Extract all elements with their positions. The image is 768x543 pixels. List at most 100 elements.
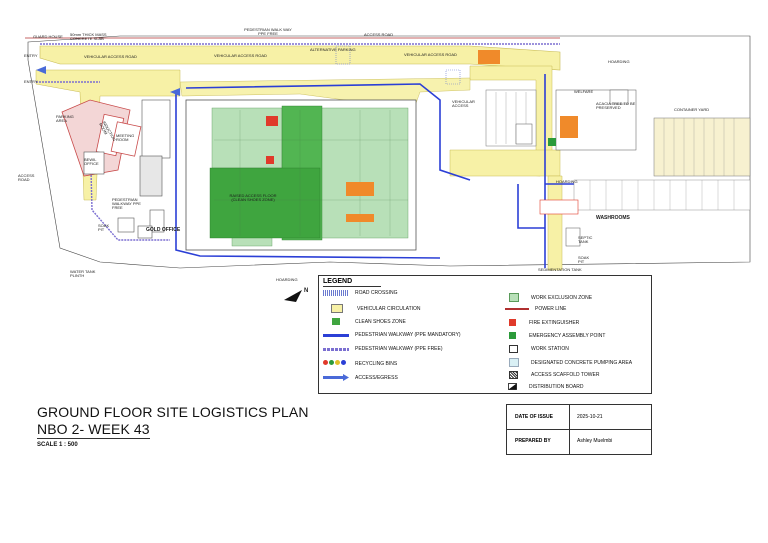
vehicular-road-lower-right	[547, 175, 563, 271]
pumping-area-swatch	[509, 358, 519, 367]
clean-shoes-swatch	[332, 318, 340, 325]
legend-ped-free: PEDESTRIAN WALKWAY (PPE FREE)	[323, 346, 443, 352]
issue-info-block: DATE OF ISSUE 2025-10-21 PREPARED BY Ash…	[506, 404, 652, 455]
prepared-label: PREPARED BY	[515, 438, 551, 444]
fire-extinguisher-icon	[509, 319, 516, 326]
legend-pumping: DESIGNATED CONCRETE PUMPING AREA	[505, 358, 632, 367]
site-boundary	[27, 35, 751, 269]
legend-scaffold: ACCESS SCAFFOLD TOWER	[505, 371, 599, 379]
legend-assembly: EMERGENCY ASSEMBLY POINT	[505, 332, 605, 339]
washrooms-label: WASHROOMS	[596, 215, 630, 221]
power-line-swatch	[505, 308, 529, 310]
prepared-value: Ashley Muelmbi	[577, 438, 613, 444]
vehicular-access-road-label-1: VEHICULAR ACCESS ROAD	[84, 54, 137, 59]
legend-workstation: WORK STATION	[505, 345, 569, 353]
legend-vehicular: VEHICULAR CIRCULATION	[323, 304, 421, 313]
road-crossing-swatch	[323, 290, 349, 296]
parking-bays-lower-right	[539, 179, 751, 247]
welfare-label: WELFARE	[574, 89, 594, 94]
entry-label-1: ENTRY	[24, 53, 38, 58]
vehicular-swatch	[331, 304, 343, 313]
vehicular-access-side-label: VEHICULAR ACCESS	[452, 99, 475, 108]
legend-fire: FIRE EXTINGUISHER	[505, 319, 579, 326]
vehicular-road-west	[35, 69, 181, 201]
legend-label: ROAD CROSSING	[355, 290, 398, 296]
north-arrow	[284, 290, 302, 302]
welfare-zone	[548, 89, 637, 151]
scale-label: SCALE 1 : 500	[37, 442, 78, 448]
workstation-icon	[509, 345, 518, 353]
legend-label: VEHICULAR CIRCULATION	[357, 305, 421, 312]
hoarding-label-3: HOARDING	[276, 277, 298, 282]
legend-label: ACCESS/EGRESS	[355, 374, 398, 381]
ped-walkway-top-label: PEDESTRIAN WALK WAY PPE FREE	[244, 27, 292, 36]
legend-label: POWER LINE	[535, 306, 567, 312]
date-label: DATE OF ISSUE	[515, 414, 553, 420]
hoarding-label-1: HOARDING	[608, 59, 630, 64]
legend-label: DISTRIBUTION BOARD	[529, 383, 584, 390]
office-cluster	[61, 99, 171, 239]
soak-pit-label-1: SOAK PIT	[98, 223, 110, 232]
ped-walkway-free-label: PEDESTRIAN WALKWAY PPE FREE	[112, 197, 141, 210]
water-tank-label: WATER TANK PLINTH	[70, 269, 96, 278]
acacia-label: ACACIA TREE TO BE PRESERVED	[596, 101, 636, 110]
legend-label: ACCESS SCAFFOLD TOWER	[531, 372, 600, 378]
vehicular-road-right-band	[449, 149, 561, 177]
date-row: DATE OF ISSUE 2025-10-21	[507, 405, 651, 430]
parking-area-label: PARKING AREA	[56, 114, 74, 123]
ped-ppe-swatch	[323, 333, 349, 337]
access-road-top-label: ACCESS ROAD	[364, 32, 394, 37]
legend-access: ACCESS/EGRESS	[323, 374, 398, 381]
entry-label-2: ENTRY	[24, 79, 38, 84]
raised-access-label: RAISED ACCESS FLOOR (CLEAN SHOES ZONE)	[229, 193, 277, 202]
container-yard	[653, 117, 751, 177]
soak-pit-label-2: SOAK PIT	[578, 255, 590, 264]
assembly-point-icon	[509, 332, 516, 339]
vehicular-access-road-label-2: VEHICULAR ACCESS ROAD	[214, 53, 267, 58]
legend-road-crossing: ROAD CROSSING	[323, 290, 398, 296]
distribution-board-icon	[508, 383, 517, 390]
plan-title: GROUND FLOOR SITE LOGISTICS PLAN	[37, 404, 309, 420]
access-arrow-icon	[323, 374, 349, 381]
legend-label: PEDESTRIAN WALKWAY (PPE FREE)	[355, 346, 443, 352]
legend-ped-ppe: PEDESTRIAN WALKWAY (PPE MANDATORY)	[323, 332, 461, 338]
sedimentation-label: SEDIMENTATION TANK	[538, 267, 582, 272]
slab-label: 50mm THICK MASS CONCRETE SLAB	[70, 32, 107, 41]
legend-power-line: POWER LINE	[505, 306, 566, 312]
access-arrow-2	[170, 88, 180, 96]
vehicular-access-road-label-3: VEHICULAR ACCESS ROAD	[404, 52, 457, 57]
legend-work-exclusion: WORK EXCLUSION ZONE	[505, 293, 592, 302]
road-crossing-2	[445, 69, 461, 85]
north-label: N	[304, 288, 309, 294]
legend-clean-shoes: CLEAN SHOES ZONE	[323, 318, 406, 325]
legend-label: EMERGENCY ASSEMBLY POINT	[529, 332, 606, 339]
parking-bays-right	[478, 50, 537, 147]
ped-free-swatch	[323, 347, 349, 351]
plan-subtitle: NBO 2- WEEK 43	[37, 421, 150, 439]
bewil-office-label: BEWIL OFFICE	[84, 157, 99, 166]
ppe-walkway-north	[185, 83, 471, 181]
legend-label: PEDESTRIAN WALKWAY (PPE MANDATORY)	[355, 332, 461, 338]
ppe-walkway-washroom	[517, 184, 545, 229]
recycling-bins-icon	[323, 360, 349, 367]
legend-label: FIRE EXTINGUISHER	[529, 319, 580, 326]
legend-label: WORK EXCLUSION ZONE	[531, 294, 593, 301]
hoarding-label-2: HOARDING	[556, 179, 578, 184]
legend-label: DESIGNATED CONCRETE PUMPING AREA	[531, 359, 633, 366]
alt-parking-label: ALTERNATIVE PARKING	[310, 47, 356, 52]
guard-house-label: GUARD HOUSE	[33, 34, 63, 39]
legend-recycling: RECYCLING BINS	[323, 360, 397, 367]
road-crossing-1	[335, 45, 351, 65]
scaffold-tower-icon	[509, 371, 518, 379]
ppe-walkway-main	[175, 92, 441, 259]
access-arrow-1	[36, 66, 46, 74]
meeting-room-label: MEETING ROOM	[116, 133, 135, 142]
prepared-row: PREPARED BY Ashley Muelmbi	[507, 429, 651, 453]
main-building	[185, 99, 417, 251]
legend-distribution: DISTRIBUTION BOARD	[505, 383, 583, 390]
septic-tank-label: SEPTIC TANK	[578, 235, 593, 244]
legend-title: LEGEND	[323, 278, 381, 287]
legend-label: WORK STATION	[531, 346, 569, 352]
date-value: 2025-10-21	[577, 414, 603, 420]
